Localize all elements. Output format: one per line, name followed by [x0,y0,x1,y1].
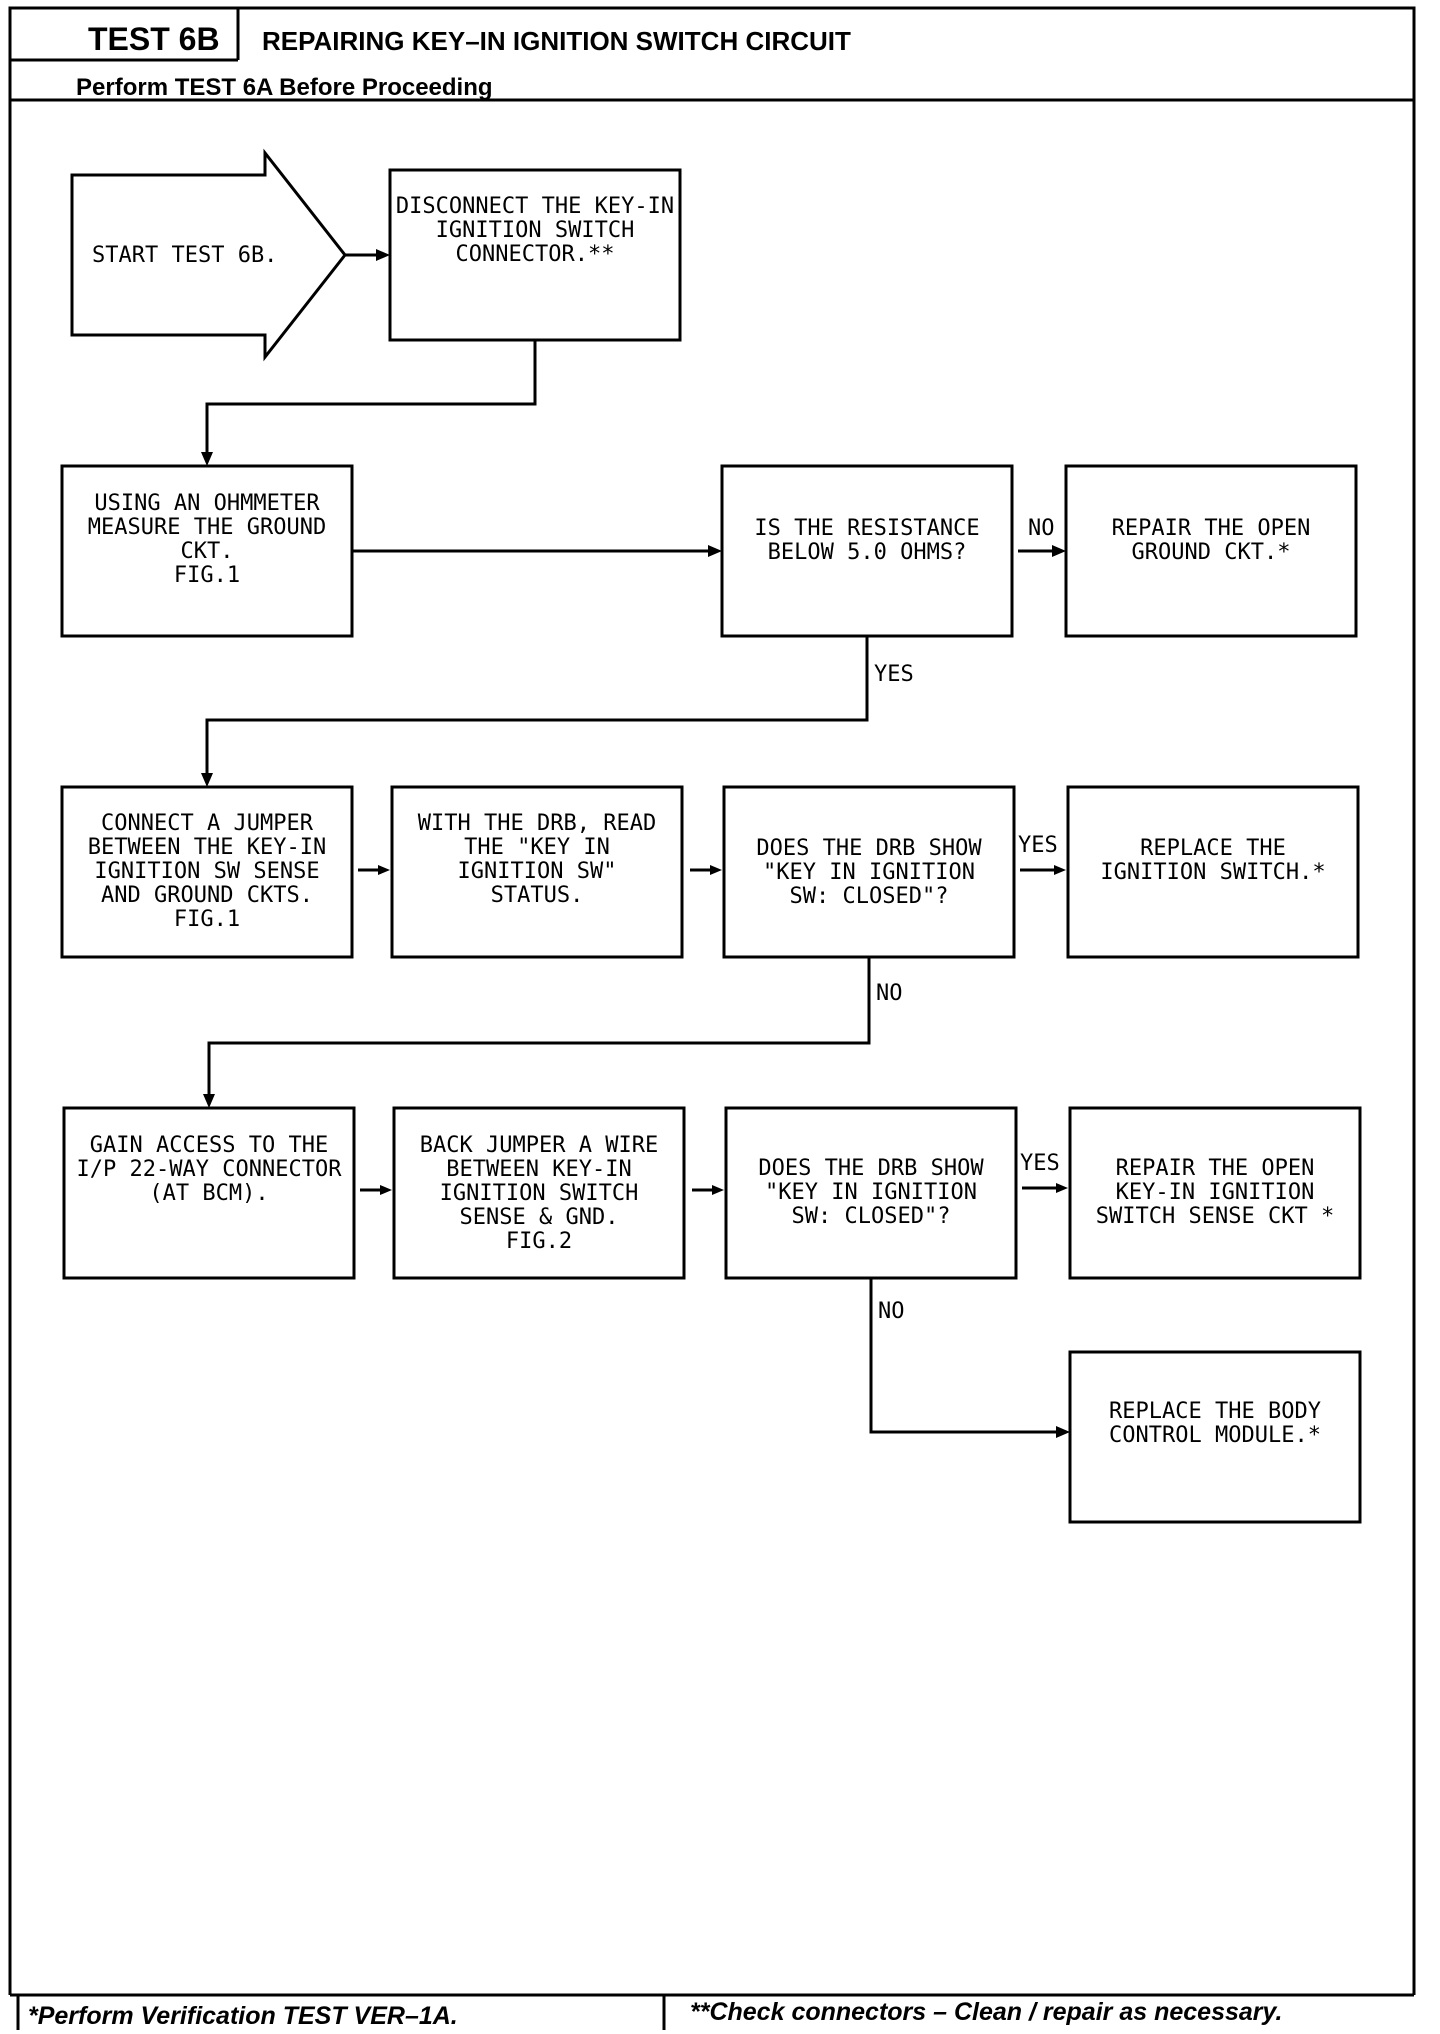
node-text-line: IGNITION SWITCH.* [1100,860,1325,885]
node-text-line: BETWEEN THE KEY-IN [88,835,326,860]
node-text-line: START TEST 6B. [92,243,277,268]
connector-decision2-no [869,1278,1070,1438]
connector-decision1-no [203,957,871,1108]
node-text-line: SWITCH SENSE CKT * [1096,1204,1334,1229]
page-frame [8,6,1416,2030]
node-text-line: "KEY IN IGNITION [765,1180,977,1205]
node-text-line: WITH THE DRB, READ [418,811,656,836]
node-text-line: SENSE & GND. [460,1205,619,1230]
page-subtitle: Perform TEST 6A Before Proceeding [76,74,493,101]
branch-label-yes: YES [874,662,914,687]
branch-label-yes: YES [1018,833,1058,858]
node-text-line: SW: CLOSED"? [792,1204,951,1229]
connector-jumper-to-drb-read [358,865,390,875]
connector-disconnect-to-ohmmeter [201,340,537,466]
node-text-line: DOES THE DRB SHOW [758,1156,984,1181]
node-text-line: IGNITION SWITCH [436,218,635,243]
page-title: REPAIRING KEY–IN IGNITION SWITCH CIRCUIT [262,26,851,56]
connector-back-jumper-to-decision [692,1185,724,1195]
node-text-line: SW: CLOSED"? [790,884,949,909]
branch-label-no: NO [1028,516,1055,541]
node-text-line: IGNITION SW SENSE [94,859,319,884]
node-text-line: DISCONNECT THE KEY-IN [396,194,674,219]
node-text-line: THE "KEY IN [464,835,610,860]
node-text-line: DOES THE DRB SHOW [756,836,982,861]
node-text-line: MEASURE THE GROUND [88,515,326,540]
branch-label-no: NO [876,981,903,1006]
node-text-line: "KEY IN IGNITION [763,860,975,885]
node-text-line: IGNITION SW" [458,859,617,884]
node-text-line: CONNECTOR.** [456,242,615,267]
connector-ohmmeter-to-resistance [352,545,722,557]
node-text-line: BELOW 5.0 OHMS? [768,540,967,565]
connector-gain-access-to-back-jumper [360,1185,392,1195]
node-text-line: AND GROUND CKTS. [101,883,313,908]
node-text-line: REPAIR THE OPEN [1116,1156,1315,1181]
node-text-line: BACK JUMPER A WIRE [420,1133,658,1158]
connector-start-to-disconnect [345,249,390,261]
footer-note-verification: *Perform Verification TEST VER–1A. [28,2002,458,2030]
node-text-line: CONTROL MODULE.* [1109,1423,1321,1448]
connector-decision2-yes [1022,1183,1068,1193]
node-text-line: IS THE RESISTANCE [754,516,979,541]
node-text-line: FIG.1 [174,907,240,932]
node-text-line: REPAIR THE OPEN [1112,516,1311,541]
node-text-line: CONNECT A JUMPER [101,811,314,836]
connector-resistance-no [1018,545,1066,557]
connector-resistance-yes [201,636,869,787]
node-text-line: KEY-IN IGNITION [1116,1180,1315,1205]
footer-note-connectors: **Check connectors – Clean / repair as n… [690,1998,1282,2026]
connector-drb-read-to-decision [690,865,722,875]
node-text-line: BETWEEN KEY-IN [446,1157,631,1182]
node-text-line: REPLACE THE BODY [1109,1399,1321,1424]
test-id-label: TEST 6B [88,21,220,57]
node-text-line: (AT BCM). [149,1181,268,1206]
node-text-line: USING AN OHMMETER [94,491,320,516]
start-node: START TEST 6B. [70,148,347,362]
node-text-line: GROUND CKT.* [1132,540,1291,565]
start-node-text: START TEST 6B. [92,243,277,268]
node-text-line: FIG.2 [506,1229,572,1254]
connector-decision1-yes [1020,865,1066,875]
node-text-line: CKT. [181,539,234,564]
branch-label-yes: YES [1020,1151,1060,1176]
node-text-line: I/P 22-WAY CONNECTOR [77,1157,343,1182]
node-text-line: IGNITION SWITCH [440,1181,639,1206]
node-text-line: FIG.1 [174,563,240,588]
node-text-line: REPLACE THE [1140,836,1286,861]
node-text-line: GAIN ACCESS TO THE [90,1133,328,1158]
branch-label-no: NO [878,1299,905,1324]
node-text-line: STATUS. [491,883,584,908]
